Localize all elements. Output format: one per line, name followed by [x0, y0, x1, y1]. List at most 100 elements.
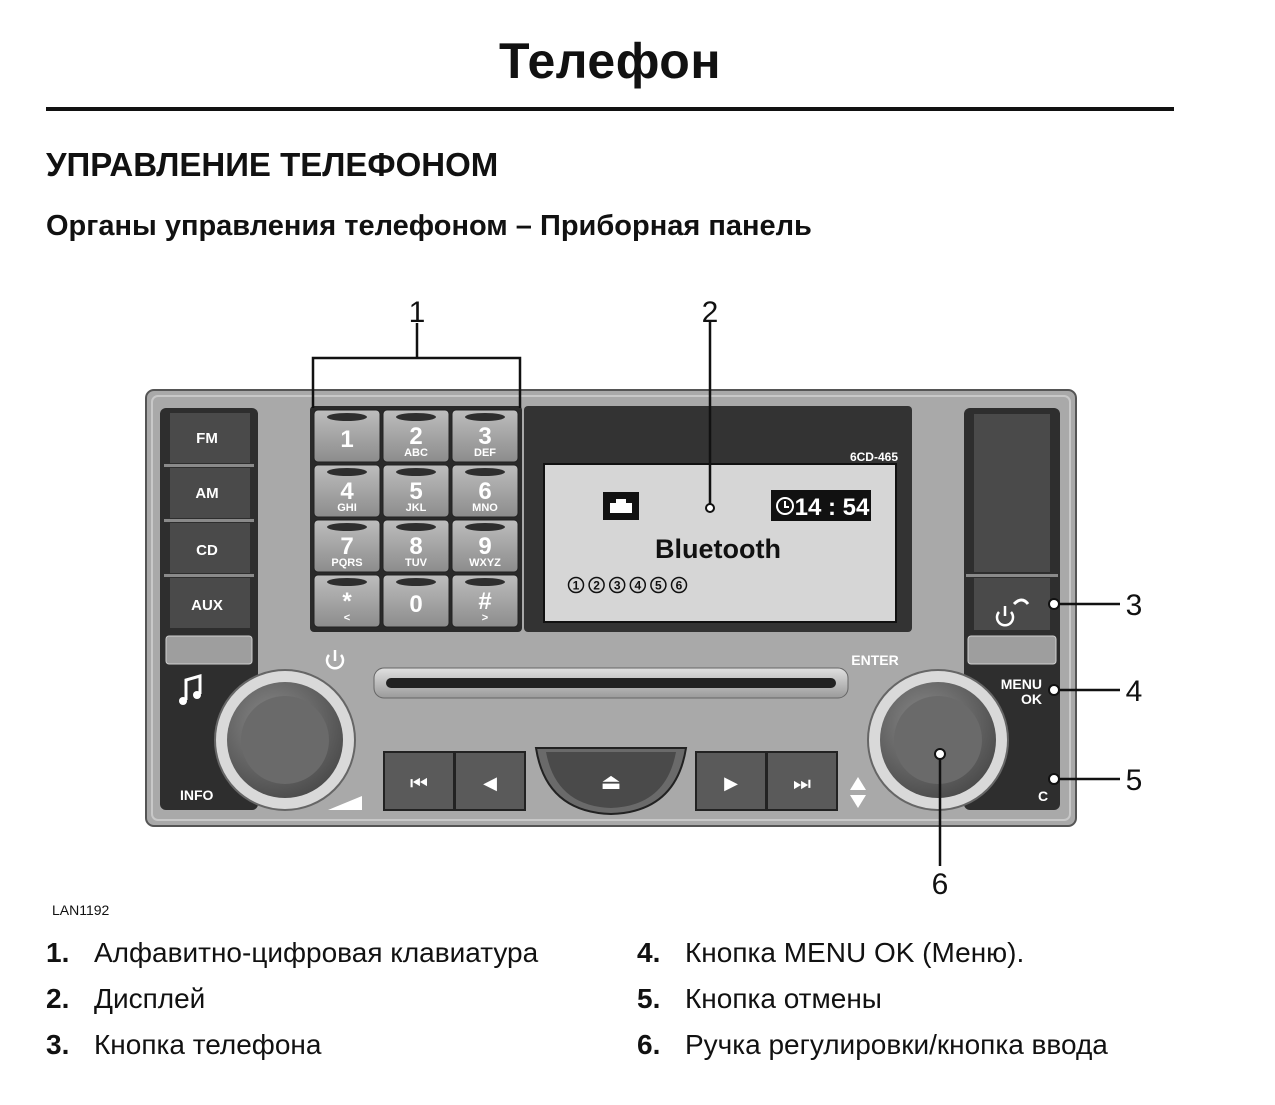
legend-item-3: 3. Кнопка телефона	[46, 1029, 321, 1061]
rewind-button[interactable]	[454, 751, 526, 811]
enter-knob[interactable]	[867, 669, 1009, 811]
key-digit: #	[478, 588, 491, 615]
key-letters: TUV	[405, 557, 428, 569]
play-icon: ▶	[724, 773, 738, 793]
callout-1: 1	[409, 296, 426, 329]
preset-number: 6	[676, 579, 683, 593]
keypad-key-1[interactable]: 1	[313, 409, 381, 463]
legend-item-1: 1. Алфавитно-цифровая клавиатура	[46, 937, 538, 969]
legend-text: Ручка регулировки/кнопка ввода	[685, 1029, 1108, 1060]
cancel-label[interactable]: C	[1038, 788, 1048, 804]
keypad-key-12[interactable]: #>	[451, 574, 519, 628]
key-digit: 8	[409, 533, 422, 560]
aux-button[interactable]	[170, 578, 250, 628]
legend-num: 2.	[46, 983, 70, 1014]
key-letters: ABC	[404, 447, 428, 459]
cd-button[interactable]	[170, 523, 250, 573]
keypad-key-11[interactable]: 0	[382, 574, 450, 628]
eject-icon: ⏏	[601, 769, 622, 794]
callout-lines	[311, 322, 1120, 866]
preset-number: 1	[573, 579, 580, 593]
key-letters: DEF	[474, 447, 496, 459]
key-letters: GHI	[337, 502, 357, 514]
menu-label[interactable]: MENU	[1001, 676, 1042, 692]
title-rule	[46, 107, 1174, 111]
next-track-button[interactable]	[766, 751, 838, 811]
keypad-key-10[interactable]: *<	[313, 574, 381, 628]
legend-item-2: 2. Дисплей	[46, 983, 205, 1015]
preset-number: 3	[614, 579, 621, 593]
am-button[interactable]	[170, 468, 250, 518]
legend-item-5: 5.Кнопка отмены	[637, 983, 882, 1015]
page-title: Телефон	[498, 33, 722, 89]
preset-indicator-6: 6	[670, 576, 688, 594]
music-note-icon	[179, 674, 202, 705]
volume-wedge	[328, 796, 362, 810]
key-letters: PQRS	[331, 557, 362, 569]
legend-text: Дисплей	[94, 983, 206, 1014]
legend-text: Кнопка отмены	[685, 983, 882, 1014]
fm-button[interactable]	[170, 413, 250, 463]
preset-indicator-3: 3	[608, 576, 626, 594]
play-button[interactable]	[695, 751, 767, 811]
preset-number: 2	[593, 579, 600, 593]
display-bluetooth-text: Bluetooth	[655, 534, 781, 564]
preset-indicator-2: 2	[588, 576, 605, 594]
callout-dots	[705, 503, 1060, 785]
power-icon	[325, 650, 345, 670]
model-label: 6CD-465	[850, 450, 898, 464]
callout-2: 2	[702, 296, 719, 329]
preset-indicator-1: 1	[567, 576, 585, 594]
legend-num: 1.	[46, 937, 70, 968]
callout-5: 5	[1126, 764, 1143, 797]
preset-number: 4	[634, 579, 641, 593]
key-digit: 2	[409, 423, 422, 450]
legend-text: Кнопка MENU OK (Меню).	[685, 937, 1025, 968]
next-track-icon: ⏭	[793, 773, 811, 795]
up-down-arrows-icon	[850, 777, 866, 808]
callout-3: 3	[1126, 589, 1143, 622]
key-digit: *	[342, 588, 352, 615]
enter-label: ENTER	[851, 652, 898, 668]
legend-text: Кнопка телефона	[94, 1029, 322, 1060]
legend-num: 3.	[46, 1029, 70, 1060]
ok-label[interactable]: OK	[1021, 691, 1042, 707]
prev-track-icon: ⏮	[410, 773, 428, 795]
key-digit: 9	[478, 533, 491, 560]
phone-icon	[995, 598, 1030, 627]
key-digit: 3	[478, 423, 491, 450]
rewind-icon: ◀	[483, 773, 497, 793]
aux-button-label: AUX	[191, 597, 223, 614]
info-label: INFO	[180, 787, 214, 803]
preset-indicator-4: 4	[629, 576, 647, 594]
callout-6: 6	[932, 868, 949, 901]
key-digit: 0	[409, 591, 422, 618]
key-letters: >	[482, 612, 488, 624]
am-button-label: AM	[195, 485, 218, 502]
volume-knob[interactable]	[214, 669, 356, 811]
preset-indicator-5: 5	[650, 576, 667, 594]
source-buttons: FM AM CD AUX	[164, 413, 254, 628]
cd-button-label: CD	[196, 542, 218, 559]
section-subheading: Органы управления телефоном – Приборная …	[46, 210, 812, 242]
figure-id: LAN1192	[52, 902, 110, 918]
transport-controls: ⏮ ◀ ⏏ ▶ ⏭	[383, 747, 838, 816]
preset-number: 5	[655, 579, 662, 593]
legend-num: 4.	[637, 937, 661, 968]
legend-num: 6.	[637, 1029, 661, 1060]
key-letters: WXYZ	[469, 557, 501, 569]
clock-box	[771, 490, 871, 521]
key-digit: 5	[409, 478, 422, 505]
legend-text: Алфавитно-цифровая клавиатура	[94, 937, 539, 968]
